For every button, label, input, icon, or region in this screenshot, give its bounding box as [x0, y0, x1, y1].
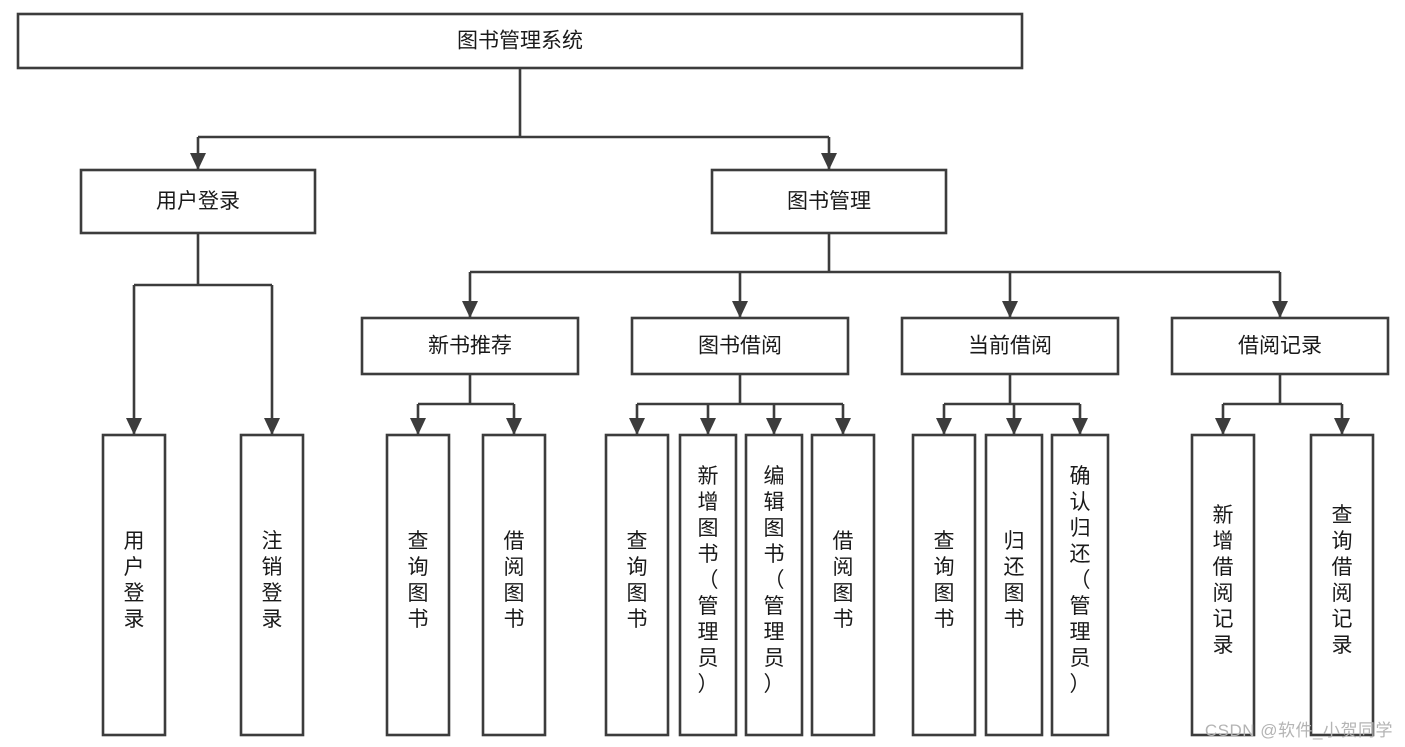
node-label-book-manage: 图书管理 — [787, 190, 871, 213]
nodes-layer: 图书管理系统用户登录图书管理新书推荐图书借阅当前借阅借阅记录用户登录注销登录查询… — [16, 12, 1390, 737]
node-user-login[interactable]: 用户登录 — [79, 168, 317, 235]
arrow-leaf-edit-book — [766, 418, 782, 435]
node-leaf-query-book-1[interactable]: 查询图书 — [385, 433, 451, 737]
node-rect-leaf-query-record — [1309, 433, 1375, 737]
arrow-leaf-add-record — [1215, 418, 1231, 435]
arrow-leaf-borrow-book-1 — [506, 418, 522, 435]
arrow-leaf-query-record — [1334, 418, 1350, 435]
node-book-manage[interactable]: 图书管理 — [710, 168, 948, 235]
node-label-leaf-borrow-book-1: 借阅图书 — [504, 530, 525, 631]
node-label-new-book-recommend: 新书推荐 — [428, 335, 512, 358]
connectors-layer — [126, 68, 1350, 435]
node-new-book-recommend[interactable]: 新书推荐 — [360, 316, 580, 376]
node-leaf-edit-book[interactable]: 编辑图书（管理员） — [744, 433, 804, 737]
node-leaf-add-book[interactable]: 新增图书（管理员） — [678, 433, 738, 737]
node-label-borrow-record: 借阅记录 — [1238, 335, 1322, 358]
node-rect-root — [16, 12, 1024, 70]
node-rect-current-borrow — [900, 316, 1120, 376]
arrow-new-book-recommend — [462, 301, 478, 318]
node-leaf-add-record[interactable]: 新增借阅记录 — [1190, 433, 1256, 737]
node-label-leaf-return-book: 归还图书 — [1004, 530, 1025, 631]
arrow-leaf-return-book — [1006, 418, 1022, 435]
node-leaf-return-book[interactable]: 归还图书 — [984, 433, 1044, 737]
node-leaf-borrow-book-2[interactable]: 借阅图书 — [810, 433, 876, 737]
node-rect-book-borrow — [630, 316, 850, 376]
node-label-current-borrow: 当前借阅 — [968, 335, 1052, 358]
arrow-leaf-confirm-return — [1072, 418, 1088, 435]
node-rect-borrow-record — [1170, 316, 1390, 376]
node-leaf-query-book-2[interactable]: 查询图书 — [604, 433, 670, 737]
node-label-leaf-query-book-3: 查询图书 — [934, 530, 955, 631]
node-label-leaf-logout: 注销登录 — [262, 530, 283, 631]
node-leaf-confirm-return[interactable]: 确认归还（管理员） — [1050, 433, 1110, 737]
node-label-leaf-user-login: 用户登录 — [124, 530, 145, 631]
node-rect-leaf-add-record — [1190, 433, 1256, 737]
node-leaf-query-book-3[interactable]: 查询图书 — [911, 433, 977, 737]
arrow-book-manage — [821, 153, 837, 170]
node-label-leaf-query-book-2: 查询图书 — [627, 530, 648, 631]
node-label-leaf-add-record: 新增借阅记录 — [1213, 504, 1234, 657]
node-rect-user-login — [79, 168, 317, 235]
node-leaf-query-record[interactable]: 查询借阅记录 — [1309, 433, 1375, 737]
arrow-leaf-query-book-1 — [410, 418, 426, 435]
node-root[interactable]: 图书管理系统 — [16, 12, 1024, 70]
arrow-leaf-query-book-2 — [629, 418, 645, 435]
arrow-leaf-add-book — [700, 418, 716, 435]
csdn-watermark: CSDN @软件_小贺同学 — [1204, 721, 1393, 740]
node-rect-leaf-user-login — [101, 433, 167, 737]
arrow-leaf-logout — [264, 418, 280, 435]
arrow-user-login — [190, 153, 206, 170]
node-label-leaf-query-book-1: 查询图书 — [408, 530, 429, 631]
node-label-leaf-edit-book: 编辑图书（管理员） — [764, 465, 785, 696]
node-label-user-login: 用户登录 — [156, 190, 240, 213]
node-rect-new-book-recommend — [360, 316, 580, 376]
node-rect-leaf-edit-book — [744, 433, 804, 737]
node-rect-leaf-borrow-book-1 — [481, 433, 547, 737]
node-leaf-logout[interactable]: 注销登录 — [239, 433, 305, 737]
arrow-book-borrow — [732, 301, 748, 318]
node-rect-leaf-query-book-1 — [385, 433, 451, 737]
node-rect-leaf-logout — [239, 433, 305, 737]
node-label-root: 图书管理系统 — [457, 30, 583, 53]
node-leaf-borrow-book-1[interactable]: 借阅图书 — [481, 433, 547, 737]
node-rect-leaf-add-book — [678, 433, 738, 737]
node-label-leaf-confirm-return: 确认归还（管理员） — [1070, 465, 1091, 696]
arrow-leaf-user-login — [126, 418, 142, 435]
node-label-book-borrow: 图书借阅 — [698, 335, 782, 358]
node-leaf-user-login[interactable]: 用户登录 — [101, 433, 167, 737]
node-current-borrow[interactable]: 当前借阅 — [900, 316, 1120, 376]
arrow-current-borrow — [1002, 301, 1018, 318]
arrow-leaf-query-book-3 — [936, 418, 952, 435]
node-book-borrow[interactable]: 图书借阅 — [630, 316, 850, 376]
node-label-leaf-borrow-book-2: 借阅图书 — [833, 530, 854, 631]
node-borrow-record[interactable]: 借阅记录 — [1170, 316, 1390, 376]
node-label-leaf-query-record: 查询借阅记录 — [1332, 504, 1353, 657]
node-rect-leaf-borrow-book-2 — [810, 433, 876, 737]
arrow-borrow-record — [1272, 301, 1288, 318]
node-rect-leaf-query-book-3 — [911, 433, 977, 737]
node-rect-leaf-return-book — [984, 433, 1044, 737]
node-rect-leaf-query-book-2 — [604, 433, 670, 737]
node-rect-leaf-confirm-return — [1050, 433, 1110, 737]
node-rect-book-manage — [710, 168, 948, 235]
arrow-leaf-borrow-book-2 — [835, 418, 851, 435]
node-label-leaf-add-book: 新增图书（管理员） — [698, 465, 719, 696]
